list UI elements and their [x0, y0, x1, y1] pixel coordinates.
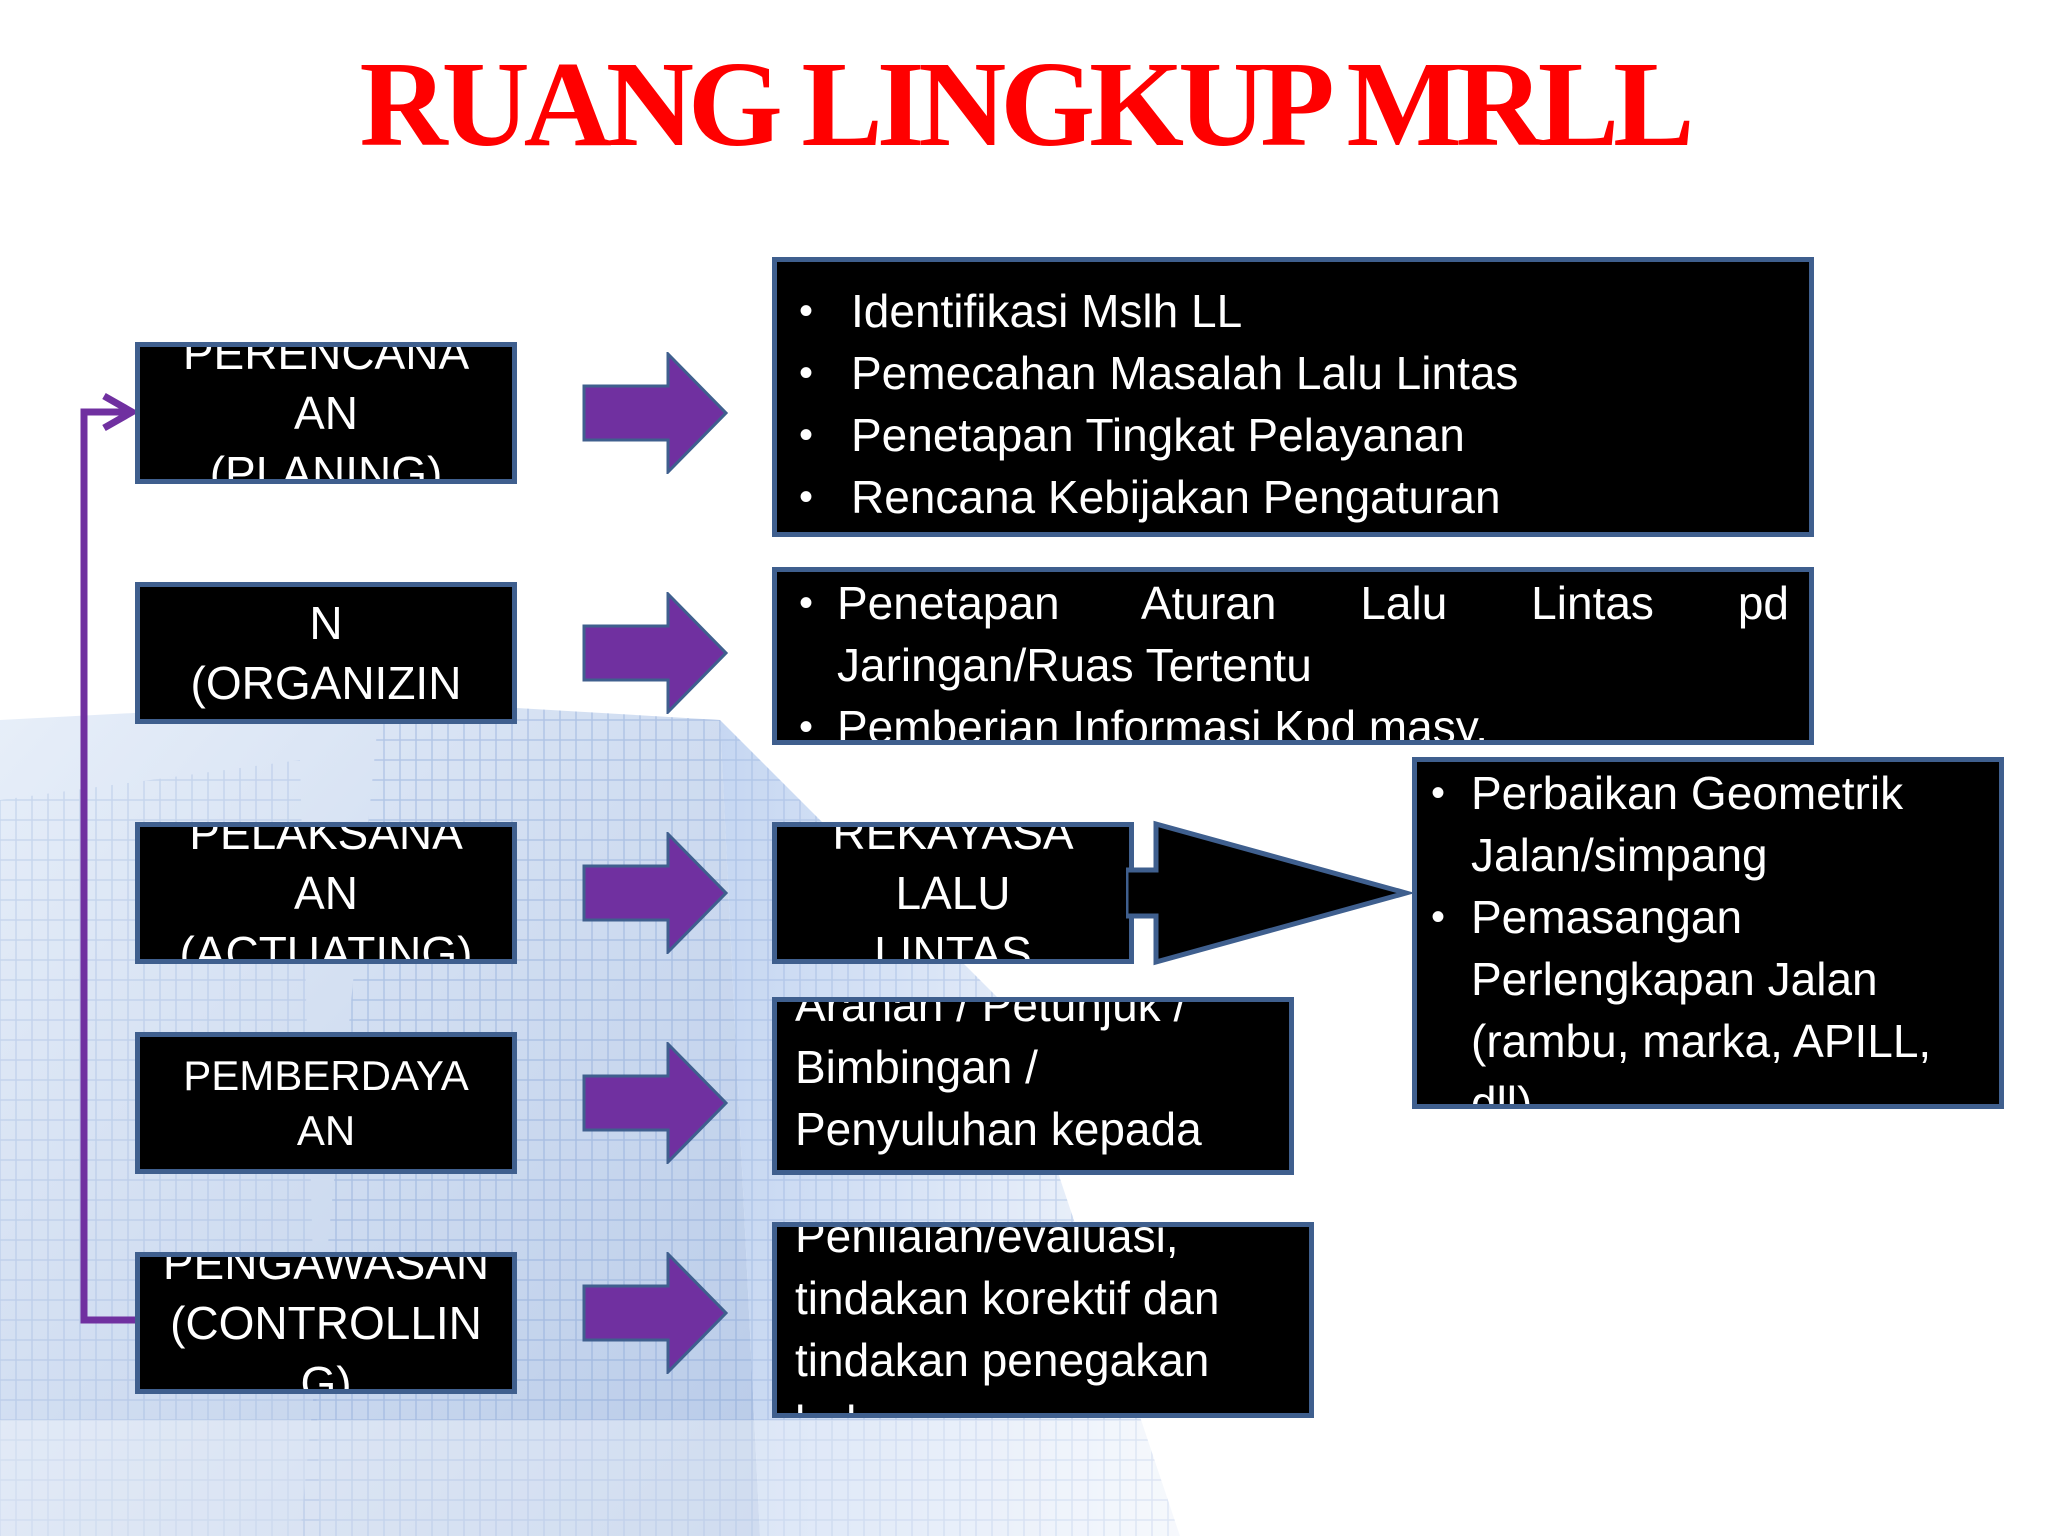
planning-detail-item: Identifikasi Mslh LL	[799, 280, 1789, 342]
controlling-detail-text: Penilaian/evaluasi, tindakan korektif da…	[795, 1222, 1220, 1413]
actuating-details-box: Perbaikan Geometrik Jalan/simpang Pemasa…	[1412, 757, 2004, 1109]
arrow-right-icon	[582, 1042, 728, 1164]
phase-box-controlling: PENGAWASAN (CONTROLLIN G)	[135, 1252, 517, 1394]
traffic-engineering-line: LINTAS	[874, 927, 1032, 964]
planning-details-box: Identifikasi Mslh LL Pemecahan Masalah L…	[772, 257, 1814, 537]
arrow-right-icon	[582, 592, 728, 714]
planning-detail-item: Rencana Kebijakan Pengaturan	[799, 466, 1789, 528]
phase-label-line: PENGAWASAN	[162, 1252, 490, 1289]
traffic-engineering-line: LALU	[895, 867, 1011, 919]
arrow-right-icon	[582, 832, 728, 954]
phase-label-line: AN	[294, 867, 358, 919]
phase-label-line: PERENCANA	[182, 342, 470, 379]
phase-label-line: (CONTROLLIN	[170, 1297, 482, 1349]
arrow-right-icon	[1126, 820, 1412, 966]
phase-label-line: (ORGANIZIN	[190, 657, 462, 709]
actuating-detail-item: Perbaikan Geometrik Jalan/simpang	[1431, 762, 1989, 886]
arrow-right-icon	[582, 1252, 728, 1374]
phase-label-line: PEMBERDAYA	[183, 1052, 469, 1099]
phase-label-line: (PLANING)	[209, 447, 443, 484]
page-title: RUANG LINGKUP MRLL	[359, 37, 1695, 172]
empowerment-details-box: Arahan / Petunjuk / Bimbingan / Penyuluh…	[772, 997, 1294, 1175]
planning-detail-item: Penetapan Tingkat Pelayanan	[799, 404, 1789, 466]
phase-label-line: (ACTUATING)	[179, 927, 473, 964]
phase-label-line: G)	[300, 1357, 352, 1394]
phase-box-organizing: N (ORGANIZIN	[135, 582, 517, 724]
phase-label-line: AN	[294, 387, 358, 439]
phase-label-line: AN	[296, 1107, 356, 1154]
controlling-details-box: Penilaian/evaluasi, tindakan korektif da…	[772, 1222, 1314, 1418]
phase-box-empowerment: PEMBERDAYA AN	[135, 1032, 517, 1174]
actuating-detail-item: Pemasangan Perlengkapan Jalan (rambu, ma…	[1431, 886, 1989, 1104]
empowerment-detail-text: Arahan / Petunjuk / Bimbingan / Penyuluh…	[795, 997, 1202, 1170]
traffic-engineering-box: REKAYASA LALU LINTAS	[772, 822, 1134, 964]
organizing-detail-item: Pemberian Informasi Kpd masy.	[799, 696, 1789, 740]
organizing-details-box: Penetapan Aturan Lalu Lintas pd Jaringan…	[772, 567, 1814, 745]
traffic-engineering-line: REKAYASA	[832, 822, 1074, 859]
arrow-right-icon	[582, 352, 728, 474]
phase-label-line: PELAKSANA	[189, 822, 463, 859]
phase-box-planning: PERENCANA AN (PLANING)	[135, 342, 517, 484]
organizing-detail-item: Penetapan Aturan Lalu Lintas pd Jaringan…	[799, 572, 1789, 696]
planning-detail-item: Pemecahan Masalah Lalu Lintas	[799, 342, 1789, 404]
phase-label-line: N	[309, 597, 343, 649]
phase-box-actuating: PELAKSANA AN (ACTUATING)	[135, 822, 517, 964]
